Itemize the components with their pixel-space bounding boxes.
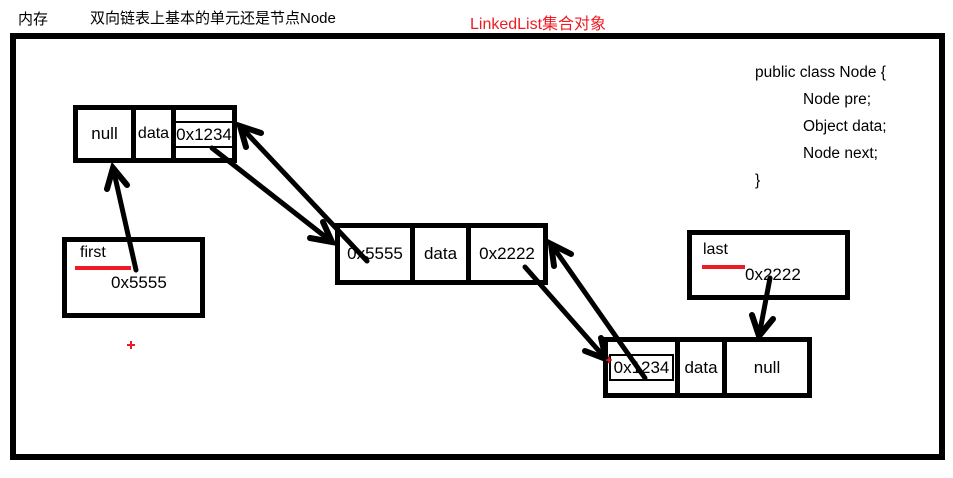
diagram-title: 双向链表上基本的单元还是节点Node xyxy=(90,10,336,27)
node1-next-cell: 0x1234 xyxy=(171,110,237,158)
node2-data-label: data xyxy=(423,244,458,263)
code-line-3: Object data; xyxy=(803,118,887,135)
node2-data-cell: data xyxy=(410,228,466,280)
node2-prev-cell: 0x5555 xyxy=(340,228,410,280)
code-line-4: Node next; xyxy=(803,145,878,162)
node3-data-label: data xyxy=(684,357,718,377)
node3-next-value: null xyxy=(753,357,781,377)
node2-prev-value: 0x5555 xyxy=(347,244,403,263)
node1-data-label: data xyxy=(137,125,170,142)
last-pointer-label: last xyxy=(703,241,728,258)
node3-next-cell: null xyxy=(722,342,807,393)
memory-region-box xyxy=(10,33,945,460)
node2-next-cell: 0x2222 xyxy=(466,228,543,280)
node1-prev-cell: null xyxy=(78,110,131,158)
first-pointer-value: 0x5555 xyxy=(111,273,167,292)
node-2: 0x5555 data 0x2222 xyxy=(335,223,548,285)
first-pointer-label: first xyxy=(80,244,106,261)
node3-prev-value-highlight-box: 0x1234 xyxy=(608,354,675,381)
code-line-5: } xyxy=(755,172,761,189)
last-pointer-box: last 0x2222 xyxy=(687,230,850,300)
last-red-underline xyxy=(702,265,745,269)
node-1: null data 0x1234 xyxy=(73,105,237,163)
node3-data-cell: data xyxy=(675,342,722,393)
first-pointer-box: first 0x5555 xyxy=(62,237,205,318)
node2-next-value: 0x2222 xyxy=(479,244,535,263)
node1-next-value-highlight-box: 0x1234 xyxy=(171,120,237,148)
code-line-1: public class Node { xyxy=(755,64,886,81)
linkedlist-label: LinkedList集合对象 xyxy=(470,16,607,33)
first-red-underline xyxy=(75,266,131,270)
node3-prev-cell: 0x1234 xyxy=(608,342,675,393)
code-line-2: Node pre; xyxy=(803,91,872,108)
node1-data-cell: data xyxy=(131,110,171,158)
node1-prev-value: null xyxy=(91,124,118,143)
node-class-code: public class Node { Node pre; Object dat… xyxy=(755,59,887,194)
memory-label: 内存 xyxy=(18,11,49,28)
last-pointer-value: 0x2222 xyxy=(745,265,801,284)
node-3: 0x1234 data null xyxy=(603,337,812,398)
